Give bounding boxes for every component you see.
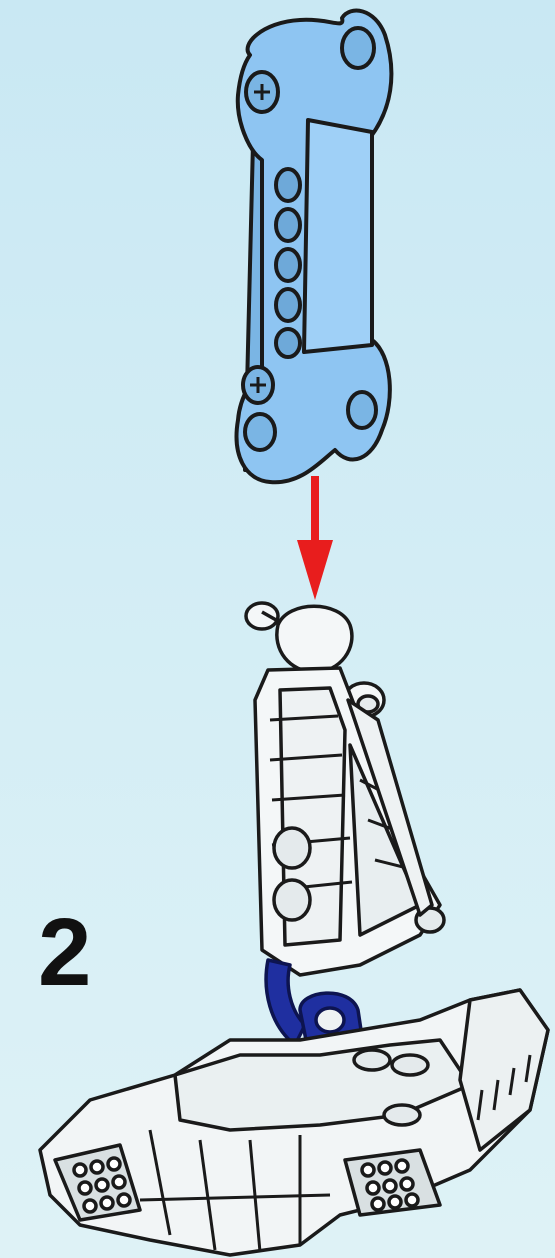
blue-beam-part (237, 11, 392, 483)
red-placement-arrow (297, 476, 333, 600)
step-number: 2 (38, 905, 91, 1001)
white-limb-part (246, 603, 444, 975)
